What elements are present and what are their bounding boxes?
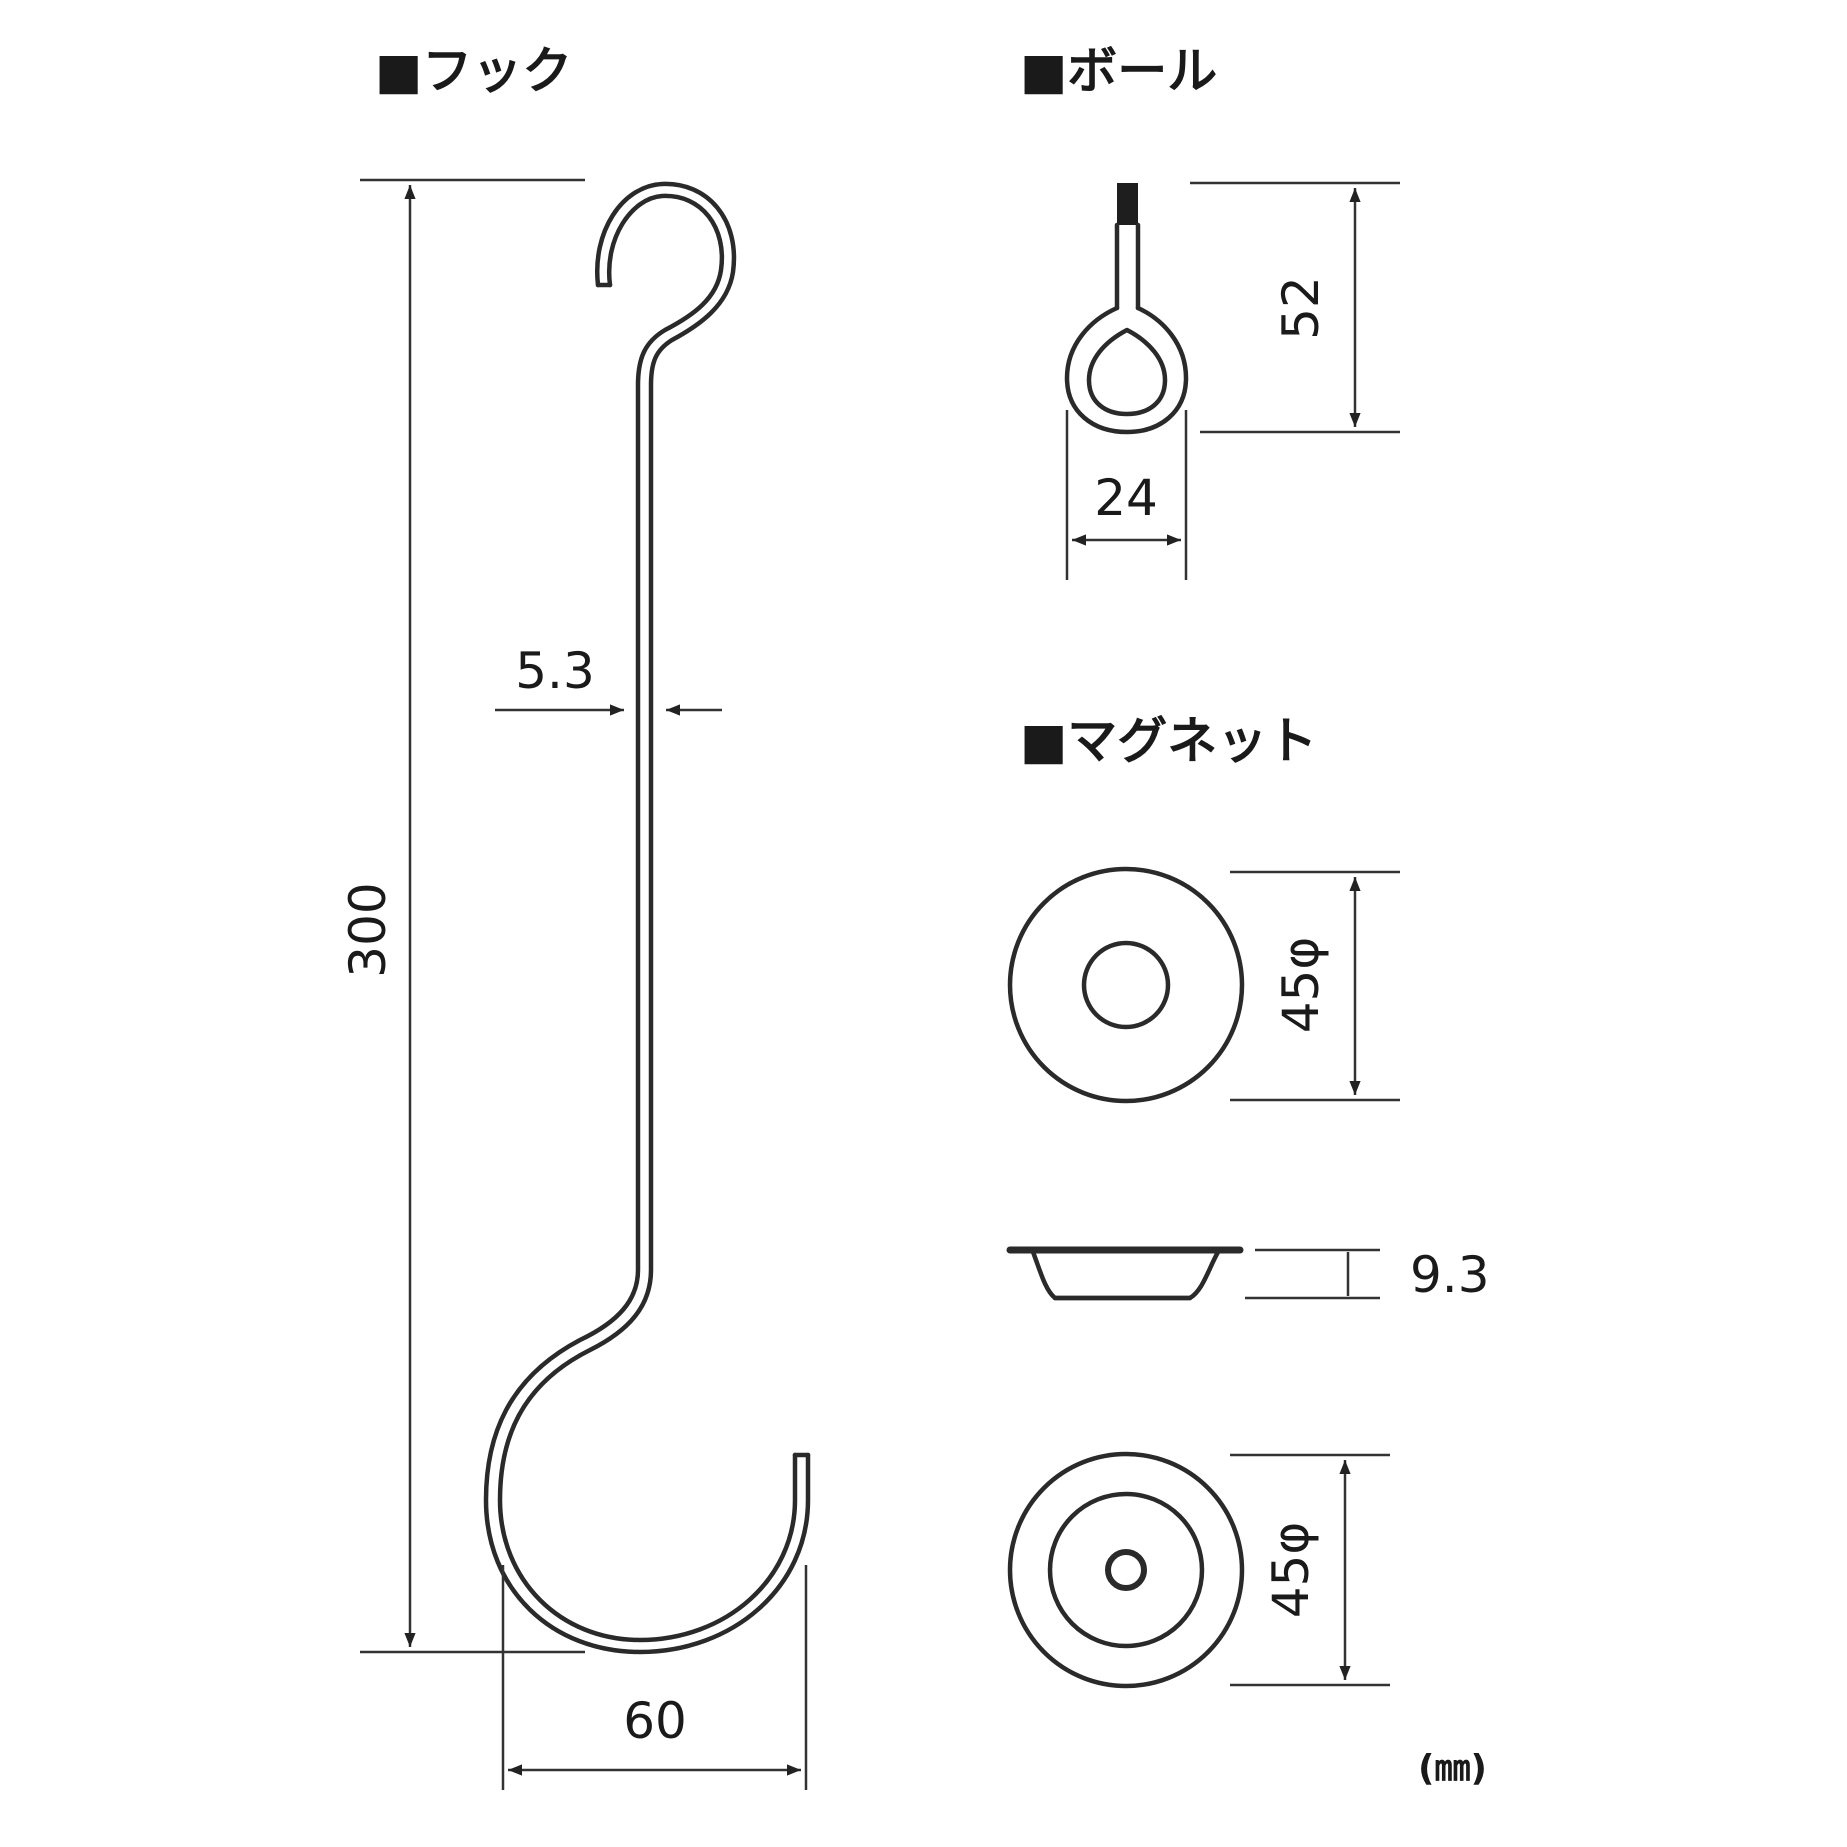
magnet-section-title: ■マグネット: [1020, 712, 1317, 770]
pole-height-label: 52: [1272, 276, 1330, 340]
hook-wire-dimension: 5.3: [495, 642, 722, 716]
magnet-top-diameter-dimension: 45φ: [1230, 870, 1400, 1102]
magnet-bottom-diameter-dimension: 45φ: [1230, 1453, 1390, 1687]
pole-height-dimension: 52: [1190, 181, 1400, 434]
hook-section-title: ■フック: [375, 42, 572, 100]
hook-width-dimension: 60: [501, 1565, 808, 1790]
magnet-top-view: [1007, 866, 1245, 1104]
pole-section-title: ■ボール: [1020, 42, 1217, 100]
hook-height-dimension: 300: [339, 178, 585, 1654]
hook-outline-inner: [483, 193, 811, 1655]
magnet-bottom-diameter-label: 45φ: [1262, 1522, 1320, 1619]
magnet-side-view: [1006, 1246, 1244, 1301]
magnet-thickness-dimension: 9.3: [1245, 1246, 1490, 1304]
pole-width-dimension: 24: [1065, 410, 1188, 580]
magnet-top-diameter-label: 45φ: [1272, 937, 1330, 1034]
hook-drawing: [483, 181, 811, 1655]
pole-drawing: [1064, 183, 1189, 435]
pole-tip: [1117, 183, 1138, 225]
pole-width-label: 24: [1094, 469, 1158, 527]
magnet-bottom-view: [1007, 1451, 1245, 1689]
unit-label: (㎜): [1418, 1748, 1487, 1789]
hook-height-label: 300: [339, 882, 397, 977]
hook-wire-label: 5.3: [515, 642, 595, 700]
magnet-thickness-label: 9.3: [1410, 1246, 1490, 1304]
hook-width-label: 60: [623, 1692, 687, 1750]
hook-outline-outer: [497, 181, 798, 1643]
